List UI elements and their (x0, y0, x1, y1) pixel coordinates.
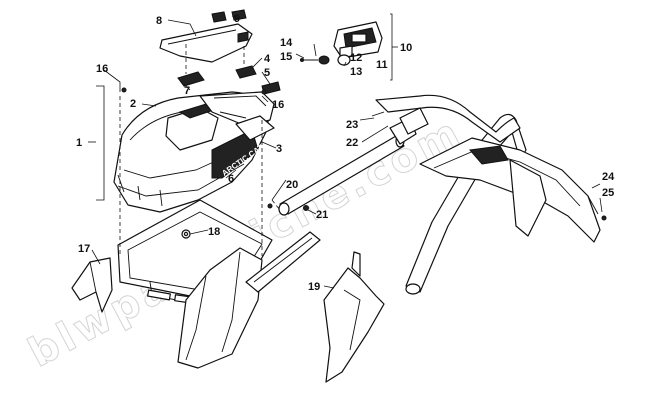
callout-1: 1 (76, 137, 82, 149)
callout-7: 7 (184, 85, 190, 97)
callout-8: 8 (156, 15, 162, 27)
callout-12: 12 (350, 52, 362, 64)
callout-9: 9 (234, 13, 240, 25)
callout-6: 6 (228, 173, 234, 185)
side-panel (419, 137, 607, 243)
callout-11: 11 (376, 59, 388, 71)
hardware (121, 87, 385, 211)
leader-lines (88, 15, 603, 289)
callout-3: 3 (276, 143, 282, 155)
seat-shell: ARCTIC CAT (113, 91, 275, 213)
callout-16a: 16 (96, 63, 108, 75)
callout-4: 4 (264, 53, 271, 65)
callout-5: 5 (264, 67, 270, 79)
callout-13: 13 (350, 66, 362, 78)
callout-20: 20 (286, 179, 298, 191)
callout-18: 18 (208, 226, 220, 238)
callout-15: 15 (280, 51, 292, 63)
cross-brace (245, 231, 385, 383)
callout-23: 23 (346, 119, 358, 131)
callout-10: 10 (400, 42, 412, 54)
callout-14: 14 (280, 37, 293, 49)
callout-19: 19 (308, 281, 320, 293)
rear-skirt (71, 247, 263, 369)
callout-16b: 16 (272, 99, 284, 111)
callout-25: 25 (602, 187, 614, 199)
top-cover (159, 9, 253, 63)
pads (177, 65, 281, 95)
callout-17: 17 (78, 243, 90, 255)
callout-21: 21 (316, 209, 328, 221)
callout-24: 24 (602, 171, 615, 183)
callout-labels: 1 2 3 4 5 6 7 8 9 10 11 12 13 14 15 16 1… (76, 13, 615, 293)
callout-2: 2 (130, 98, 136, 110)
callout-22: 22 (346, 137, 358, 149)
taillight-assembly (300, 13, 398, 81)
